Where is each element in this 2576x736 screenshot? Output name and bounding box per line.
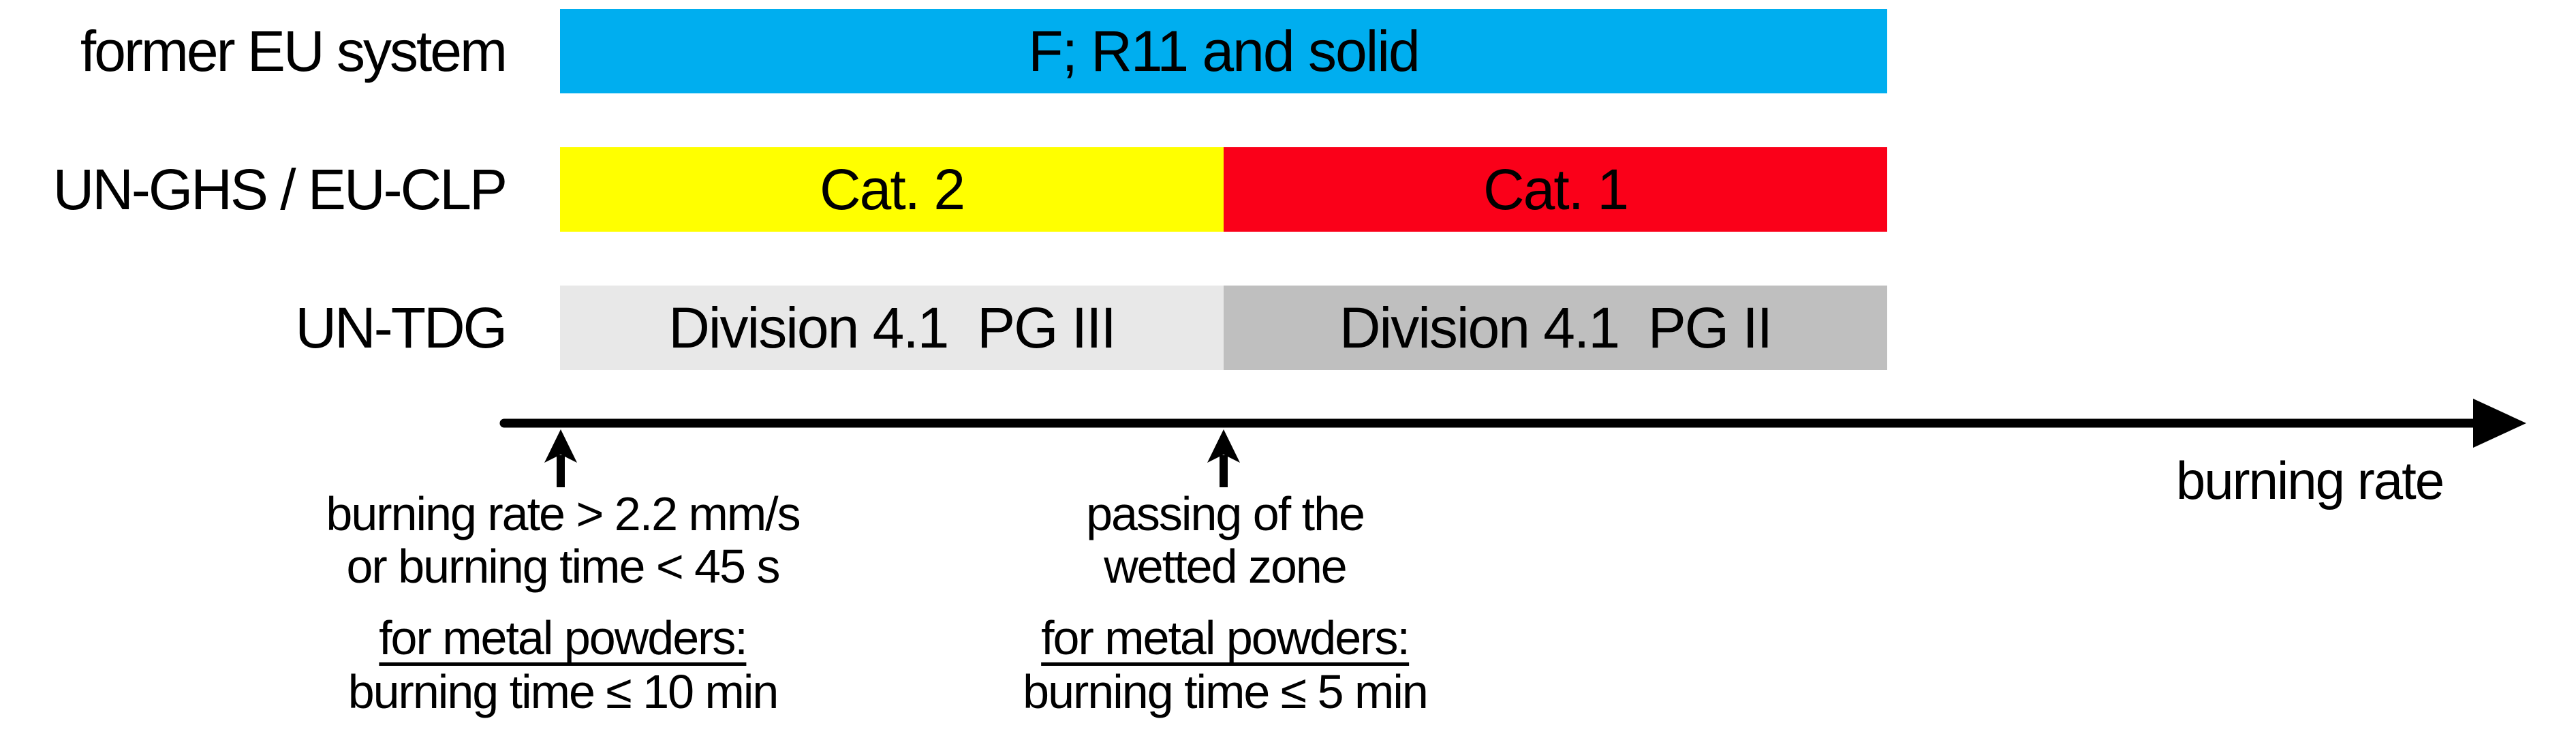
bar-cat-2: Cat. 2 (560, 147, 1224, 232)
annotation-threshold-right: passing of the wetted zone for metal pow… (1023, 487, 1429, 718)
bar-division-4-1-pg-iii: Division 4.1 PG III (560, 286, 1224, 370)
annotation-metal-heading: for metal powders: (379, 611, 748, 666)
annotation-line: passing of the (1086, 487, 1365, 540)
axis-arrowhead-icon (2473, 399, 2526, 448)
annotation-line: burning rate > 2.2 mm/s (326, 487, 801, 540)
annotation-line: wetted zone (1104, 540, 1347, 593)
bar-division-4-1-pg-ii: Division 4.1 PG II (1224, 286, 1887, 370)
annotation-metal-heading: for metal powders: (1041, 611, 1410, 666)
threshold-arrow-left-icon (544, 429, 577, 487)
threshold-arrow-right-icon (1207, 429, 1240, 487)
annotation-metal-line: burning time ≤ 10 min (347, 665, 779, 718)
row-label-un-tdg: UN-TDG (295, 295, 508, 360)
row-label-un-ghs-eu-clp: UN-GHS / EU-CLP (52, 157, 508, 221)
axis-label-burning-rate: burning rate (2175, 450, 2445, 510)
row-label-former-eu-system: former EU system (80, 18, 508, 83)
bar-cat-1: Cat. 1 (1224, 147, 1887, 232)
bar-f-r11-and-solid: F; R11 and solid (560, 9, 1887, 93)
annotation-metal-line: burning time ≤ 5 min (1023, 665, 1429, 718)
annotation-line: or burning time < 45 s (346, 540, 781, 593)
annotation-threshold-left: burning rate > 2.2 mm/s or burning time … (326, 487, 801, 718)
